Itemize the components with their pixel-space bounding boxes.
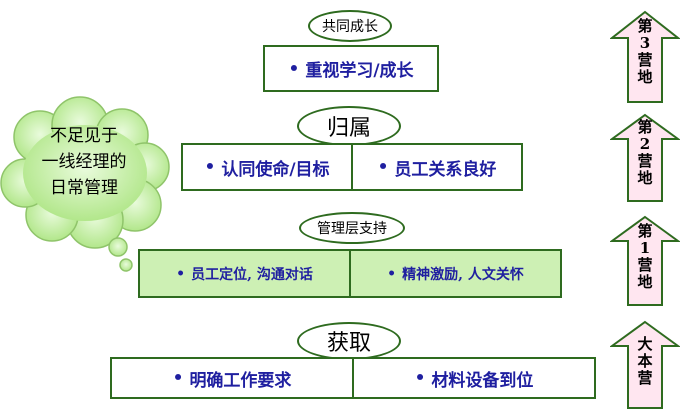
level-item-text: 员工定位, 沟通对话 bbox=[191, 266, 313, 283]
callout-text: 不足见于 一线经理的 日常管理 bbox=[20, 123, 148, 201]
level-item: • 精神激励, 人文关怀 bbox=[349, 251, 560, 296]
level-item-text: 重视学习/成长 bbox=[305, 61, 414, 81]
camp-char: 营 bbox=[637, 369, 653, 387]
camp-arrow-3: 第 3 营 地 bbox=[610, 10, 680, 104]
up-arrow-icon bbox=[610, 320, 680, 409]
camp-char: 1 bbox=[639, 239, 651, 257]
camp-char: 大 bbox=[637, 335, 653, 353]
level-item: • 材料设备到位 bbox=[352, 359, 594, 397]
bullet: • bbox=[172, 368, 184, 388]
bullet: • bbox=[414, 368, 426, 388]
camp-char: 营 bbox=[637, 256, 653, 274]
camp-char: 第 bbox=[637, 17, 653, 35]
camp-char: 第 bbox=[637, 118, 653, 136]
level-label-second: 归属 bbox=[297, 106, 401, 146]
level-label-second-text: 归属 bbox=[326, 116, 371, 141]
level-label-top: 共同成长 bbox=[308, 10, 392, 42]
up-arrow-icon bbox=[610, 10, 680, 103]
camp-char: 地 bbox=[637, 68, 653, 86]
camp-char: 地 bbox=[637, 169, 653, 187]
bullet: • bbox=[288, 58, 300, 79]
up-arrow-icon bbox=[610, 215, 680, 306]
level-item: • 重视学习/成长 bbox=[265, 47, 437, 90]
level-item-text: 材料设备到位 bbox=[431, 370, 534, 391]
level-label-third-text: 管理层支持 bbox=[317, 221, 387, 237]
bullet: • bbox=[387, 265, 397, 282]
thought-bubble bbox=[0, 96, 170, 272]
camp-arrow-base: 大 本 营 bbox=[610, 320, 680, 410]
level-label-bottom: 获取 bbox=[297, 322, 401, 360]
camp-char: 本 bbox=[637, 352, 653, 370]
camp-arrow-2: 第 2 营 地 bbox=[610, 113, 680, 203]
camp-char: 地 bbox=[637, 273, 653, 291]
up-arrow-icon bbox=[610, 113, 680, 202]
camp-arrow-1: 第 1 营 地 bbox=[610, 215, 680, 307]
level-item-text: 员工关系良好 bbox=[394, 159, 497, 180]
camp-char: 第 bbox=[637, 222, 653, 240]
camp-char: 营 bbox=[637, 152, 653, 170]
callout-line: 不足见于 bbox=[50, 126, 118, 146]
level-item: • 员工定位, 沟通对话 bbox=[140, 251, 349, 296]
level-box-bottom: • 明确工作要求 • 材料设备到位 bbox=[110, 357, 596, 399]
level-item: • 明确工作要求 bbox=[112, 359, 352, 397]
level-item-text: 认同使命/目标 bbox=[221, 159, 330, 180]
camp-char: 3 bbox=[639, 34, 651, 52]
level-box-top: • 重视学习/成长 bbox=[263, 45, 439, 92]
camp-char: 营 bbox=[637, 51, 653, 69]
level-item-text: 精神激励, 人文关怀 bbox=[402, 266, 524, 283]
level-item: • 认同使命/目标 bbox=[183, 145, 351, 189]
level-label-top-text: 共同成长 bbox=[322, 19, 378, 35]
bullet: • bbox=[377, 157, 389, 177]
callout-line: 一线经理的 bbox=[41, 152, 127, 172]
bullet: • bbox=[176, 265, 186, 282]
level-label-third: 管理层支持 bbox=[299, 212, 405, 244]
level-label-bottom-text: 获取 bbox=[326, 331, 371, 356]
bullet: • bbox=[204, 157, 216, 177]
level-box-second: • 认同使命/目标 • 员工关系良好 bbox=[181, 143, 523, 191]
level-box-third: • 员工定位, 沟通对话 • 精神激励, 人文关怀 bbox=[138, 249, 562, 298]
level-item-text: 明确工作要求 bbox=[189, 370, 292, 391]
callout-line: 日常管理 bbox=[50, 178, 118, 198]
camp-char: 2 bbox=[639, 135, 651, 153]
level-item: • 员工关系良好 bbox=[351, 145, 521, 189]
